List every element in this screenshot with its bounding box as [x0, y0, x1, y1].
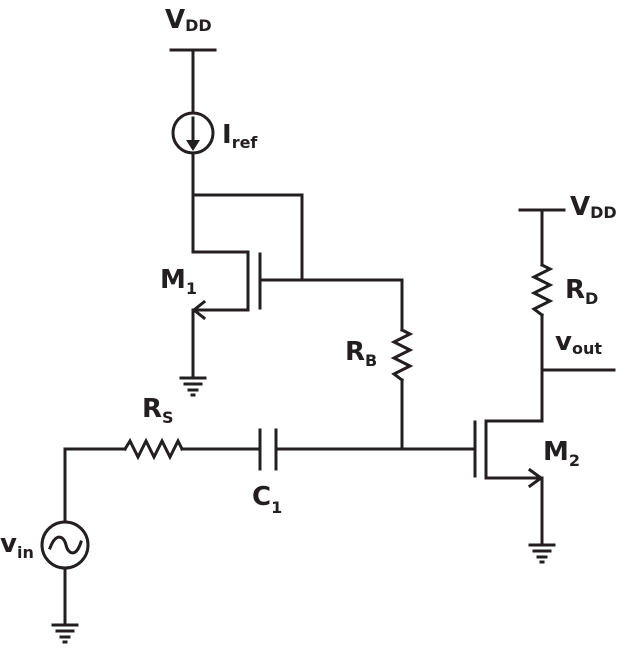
- rb-label: RB: [345, 337, 377, 370]
- rd-label: RD: [565, 275, 598, 308]
- rs-label: RS: [142, 394, 174, 427]
- rb-resistor: [390, 278, 414, 451]
- c1-capacitor: [258, 428, 476, 471]
- m2-transistor: [473, 368, 544, 547]
- ground-m1: [179, 376, 207, 397]
- m1-label: M1: [160, 265, 197, 298]
- vdd-label-left: VDD: [165, 5, 212, 35]
- vout-label: vout: [555, 327, 602, 358]
- c1-label: C1: [252, 482, 282, 517]
- vin-label: vin: [0, 529, 34, 562]
- rs-resistor: [63, 437, 260, 524]
- m2-label: M2: [543, 437, 580, 470]
- vin-source: [40, 520, 90, 644]
- m1-transistor: [191, 151, 404, 380]
- iref-current-source: [171, 111, 215, 155]
- rd-resistor: [518, 208, 616, 372]
- iref-label: Iref: [222, 120, 258, 152]
- vdd-label-right: VDD: [570, 192, 617, 222]
- vdd-rail-left: [169, 48, 217, 115]
- ground-m2: [528, 543, 556, 564]
